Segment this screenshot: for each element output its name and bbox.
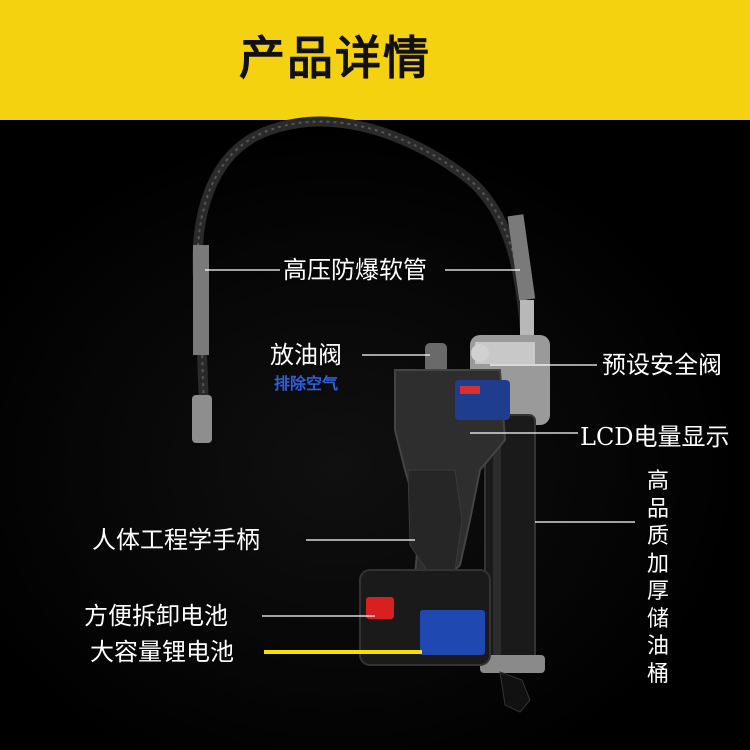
hose-coil-right — [507, 214, 536, 301]
label-hose: 高压防爆软管 — [283, 256, 427, 284]
plunger-handle — [499, 671, 531, 713]
hose-nozzle — [192, 395, 212, 443]
label-barrel: 高品质加厚储油桶 — [646, 469, 669, 687]
label-bleed-valve: 放油阀 — [270, 341, 342, 369]
hose-coil-left — [193, 245, 209, 355]
label-handle: 人体工程学手柄 — [92, 526, 260, 554]
label-safety-valve: 预设安全阀 — [602, 351, 722, 379]
page-title: 产品详情 — [239, 31, 431, 85]
label-lcd: LCD电量显示 — [580, 423, 730, 451]
header-banner: 产品详情 — [0, 0, 750, 120]
label-battery-detach: 方便拆卸电池 — [84, 602, 228, 630]
battery-label — [420, 610, 485, 655]
battery-release-button — [366, 597, 394, 619]
label-battery-capacity: 大容量锂电池 — [90, 638, 234, 666]
label-bleed-note: 排除空气 — [274, 374, 339, 393]
safety-valve — [471, 344, 489, 362]
